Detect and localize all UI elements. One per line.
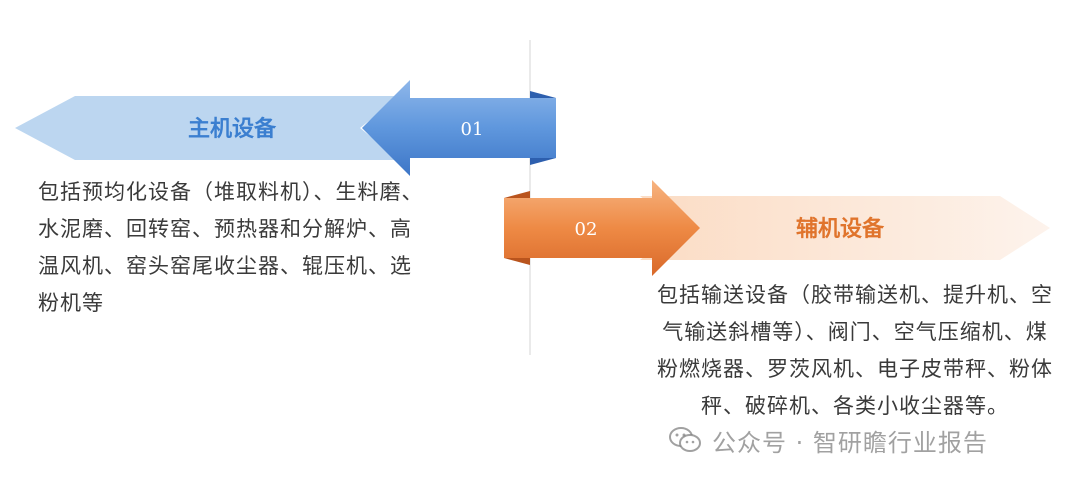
primary-description: 包括预均化设备（堆取料机）、生料磨、水泥磨、回转窑、预热器和分解炉、高温风机、窑… [38, 180, 424, 315]
secondary-description: 包括输送设备（胶带输送机、提升机、空气输送斜槽等）、阀门、空气压缩机、煤粉燃烧器… [657, 283, 1053, 418]
primary-title: 主机设备 [188, 116, 277, 142]
watermark-text: 公众号 · 智研瞻行业报告 [712, 428, 988, 457]
wechat-icon [669, 427, 701, 452]
secondary-tail-arrow [640, 196, 1050, 260]
secondary-arrow [504, 180, 700, 276]
watermark: 公众号 · 智研瞻行业报告 [668, 420, 988, 460]
primary-tail-arrow [15, 96, 400, 160]
secondary-title: 辅机设备 [796, 216, 885, 242]
primary-arrow [362, 80, 556, 176]
primary-number: 01 [461, 119, 484, 140]
secondary-number: 02 [575, 219, 598, 240]
